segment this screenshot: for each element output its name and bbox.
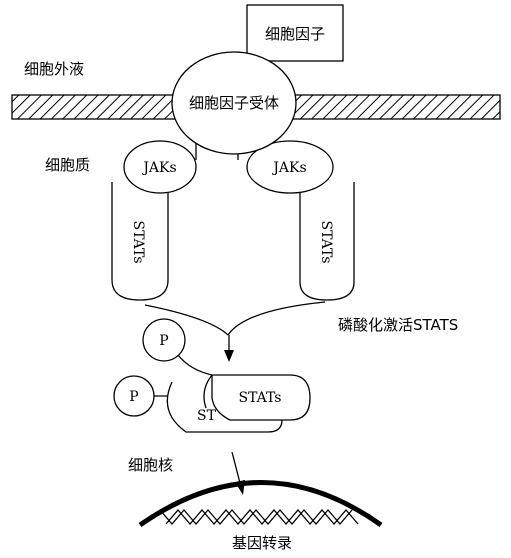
converge-curve-right [227,301,326,336]
receptor-circle [171,51,297,155]
stat-dimer-back-label: ST [197,408,217,424]
stat-left-shape [111,182,169,301]
stat-right-shape [299,182,355,301]
stat-dimer-front-edge [203,374,213,409]
phosphate-top-label: P [159,333,168,349]
nucleus-label: 细胞核 [128,456,173,474]
nuclear-membrane [138,480,383,528]
phosphorylation-label: 磷酸化激活STATS [338,316,458,334]
dna-strand-b [165,509,359,525]
stat-dimer-front-label: STATs [238,390,281,406]
phosphate-top [142,318,186,362]
phosphate-bottom-label: P [129,389,138,405]
cytokine-label: 细胞因子 [265,25,325,43]
stat-dimer-front [211,374,311,421]
converge-curve-left [144,304,229,336]
transcription-label: 基因转录 [232,534,292,552]
phosphorylation-arrow-head [224,350,234,362]
extracellular-label: 细胞外液 [24,60,84,78]
cytoplasm-label: 细胞质 [45,156,90,174]
stat-left-label: STATs [130,220,146,263]
receptor-label: 细胞因子受体 [189,94,279,112]
stat-right-label: STATs [318,220,334,263]
cytokine-box [246,4,344,62]
jak-right-label: JAKs [271,160,306,176]
dna-strand-a [159,509,353,525]
jak-left-label: JAKs [141,160,176,176]
p-top-connector [177,354,213,376]
jak-right-ellipse [246,140,334,194]
jak-left-ellipse [123,140,197,194]
